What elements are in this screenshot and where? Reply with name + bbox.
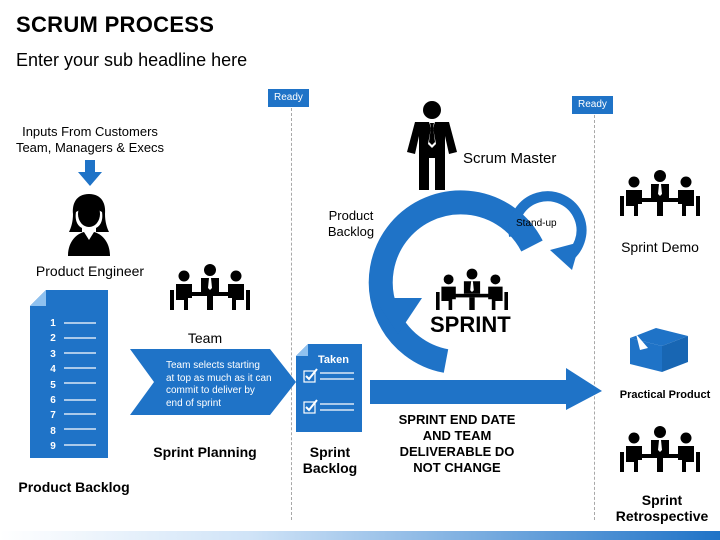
product-engineer-label: Product Engineer [35,263,145,279]
footer-gradient-bar [0,531,720,540]
sprint-planning-label: Sprint Planning [153,444,257,460]
sprint-team-icon [436,268,508,310]
sprint-cycle-diagram [368,190,587,373]
down-arrow-icon [78,160,102,186]
sprint-end-note: SPRINT END DATE AND TEAM DELIVERABLE DO … [398,412,516,475]
ready-divider-2 [594,115,595,520]
team-icon [170,264,250,310]
sprint-retrospective-label: Sprint Retrospective [615,492,709,524]
page-title: SCRUM PROCESS [16,12,215,37]
inputs-label: Inputs From Customers Team, Managers & E… [15,124,165,155]
planning-arrow [130,349,296,415]
practical-product-label: Practical Product [619,389,711,401]
product-engineer-icon [68,194,110,256]
page-subtitle: Enter your sub headline here [16,50,248,70]
cycle-product-backlog-label: Product Backlog [327,208,375,239]
sprint-retrospective-icon [620,426,700,472]
sprint-backlog-document [296,344,362,432]
ready-badge-1: Ready [268,89,309,107]
standup-label: Stand-up [516,218,557,229]
scrum-master-label: Scrum Master [463,150,557,167]
product-backlog-document [30,290,108,458]
scrum-master-icon [407,101,457,190]
sprint-demo-icon [620,170,700,216]
team-label: Team [187,330,223,346]
ready-badge-2: Ready [572,96,613,114]
box-icon [630,328,688,372]
ready-divider-1 [291,108,292,520]
product-backlog-label: Product Backlog [18,479,130,495]
taken-label: Taken [318,354,349,366]
sprint-backlog-label: Sprint Backlog [302,444,358,476]
sprint-demo-label: Sprint Demo [621,239,699,255]
sprint-label: SPRINT [430,312,511,337]
delivery-arrow [370,368,602,410]
backlog-numbers: 1 2 3 4 5 6 7 8 9 [50,318,56,453]
planning-description: Team selects starting at top as much as … [166,360,272,409]
